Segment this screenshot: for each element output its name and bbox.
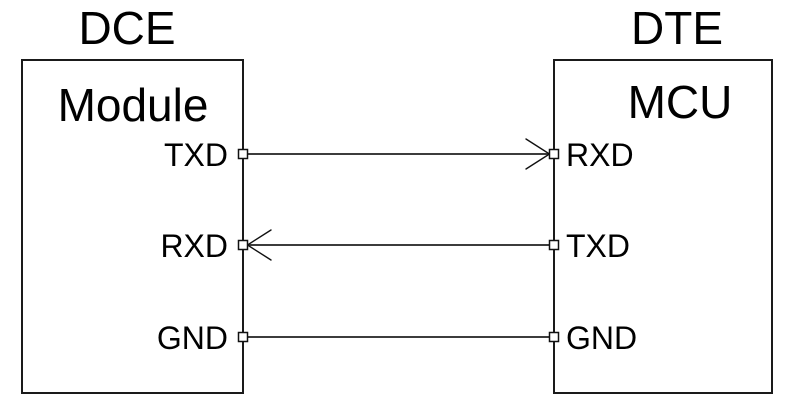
dce-title: DCE xyxy=(78,2,175,54)
module-pin-gnd xyxy=(237,331,249,343)
module-pin-label-gnd: GND xyxy=(157,320,228,356)
module-pin-txd xyxy=(237,148,249,160)
module-box xyxy=(21,59,244,394)
mcu-pin-label-rxd: RXD xyxy=(566,137,634,173)
mcu-pin-rxd xyxy=(548,148,560,160)
mcu-pin-label-gnd: GND xyxy=(566,320,637,356)
module-pin-rxd xyxy=(237,239,249,251)
mcu-pin-gnd xyxy=(548,331,560,343)
mcu-label: MCU xyxy=(628,76,733,128)
mcu-pin-label-txd: TXD xyxy=(566,228,630,264)
dte-title: DTE xyxy=(631,2,723,54)
module-label: Module xyxy=(58,79,209,131)
mcu-pin-txd xyxy=(548,239,560,251)
module-pin-label-txd: TXD xyxy=(164,137,228,173)
mcu-box xyxy=(553,59,773,394)
module-pin-label-rxd: RXD xyxy=(160,228,228,264)
